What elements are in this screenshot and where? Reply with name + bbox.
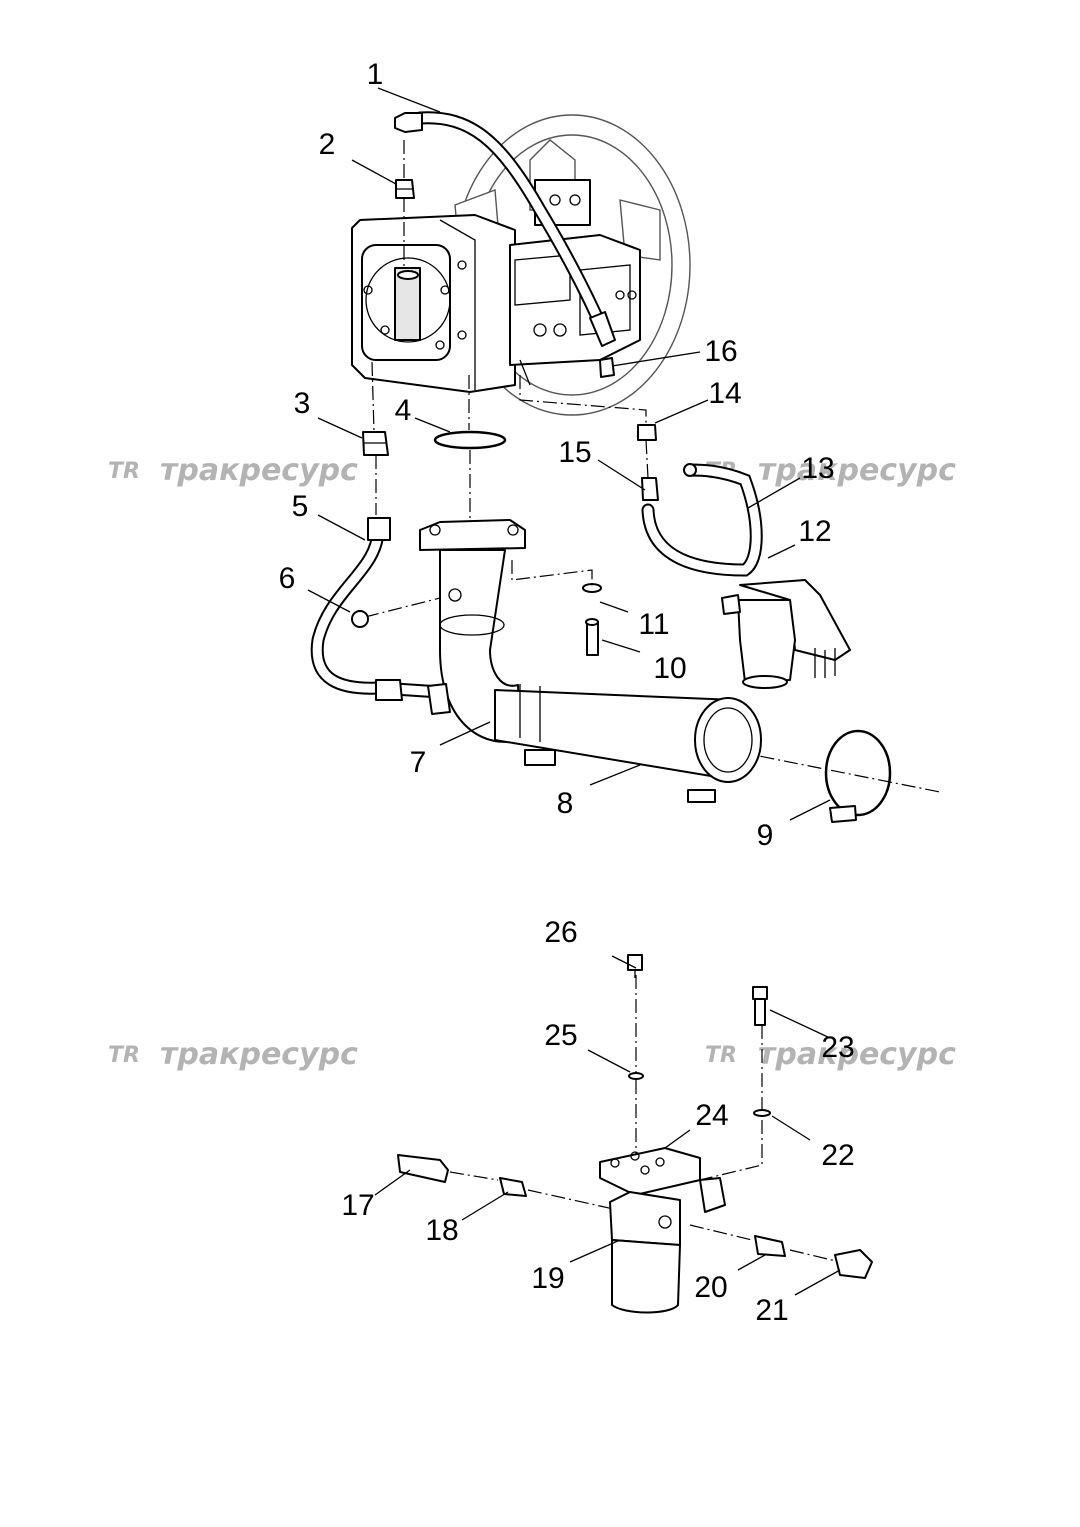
callout-3: 3 [294, 387, 311, 420]
part-8-hose-sleeve [494, 684, 762, 803]
assembly-line [511, 560, 593, 588]
callout-16: 16 [704, 335, 737, 368]
part-18-adapter [499, 1177, 527, 1197]
part-14-fitting [637, 424, 657, 441]
callout-18: 18 [425, 1214, 458, 1247]
callout-17: 17 [341, 1189, 374, 1222]
assembly-line [364, 594, 453, 618]
watermark-bottom-left: TR тракресурс [108, 1037, 358, 1072]
watermark-text: тракресурс [160, 453, 358, 488]
watermark-top-left: TR тракресурс [108, 453, 358, 488]
watermark-logo: TR [108, 459, 140, 484]
assembly-line [468, 375, 471, 520]
part-11-washer [582, 583, 602, 593]
callout-labels: 1 2 3 4 5 6 7 8 9 10 11 12 13 14 15 16 1… [279, 58, 855, 1327]
callout-8: 8 [557, 787, 574, 820]
part-2-adapter [395, 179, 415, 199]
part-16-fitting [599, 357, 615, 378]
callout-21: 21 [755, 1294, 788, 1327]
callout-22: 22 [821, 1139, 854, 1172]
callout-11: 11 [638, 608, 669, 641]
part-17-fitting [397, 1154, 449, 1183]
callout-2: 2 [319, 128, 336, 161]
watermark-logo: TR [705, 1043, 737, 1068]
assembly-line [371, 361, 377, 515]
callout-12: 12 [798, 515, 831, 548]
watermark-text: тракресурс [758, 1037, 956, 1072]
part-3-adapter [362, 431, 389, 456]
part-10-bolt [585, 618, 599, 656]
part-26-bolt [627, 954, 643, 978]
assembly-line [689, 1224, 841, 1263]
assembly-line [519, 375, 649, 479]
part-19-filter [609, 1191, 681, 1314]
part-12-filter-assembly [721, 579, 851, 689]
part-6-plug [351, 610, 369, 628]
part-1-hose [394, 111, 616, 347]
part-4-o-ring [433, 430, 507, 450]
part-24-bracket [599, 1147, 726, 1213]
watermark-top-right: TR тракресурс [705, 453, 956, 488]
watermark-bottom-right: TR тракресурс [705, 1037, 956, 1072]
part-5-hose [310, 517, 447, 701]
callout-20: 20 [694, 1271, 727, 1304]
part-22-washer [753, 1109, 771, 1117]
callout-15: 15 [558, 436, 591, 469]
callout-7: 7 [410, 746, 427, 779]
assembly-line [699, 1025, 763, 1181]
assembly-line [449, 1171, 619, 1211]
callout-14: 14 [708, 377, 741, 410]
watermark-logo: TR [108, 1043, 140, 1068]
callout-13: 13 [801, 452, 834, 485]
callout-10: 10 [653, 652, 686, 685]
part-25-washer [628, 1072, 644, 1080]
callout-5: 5 [292, 490, 309, 523]
callout-24: 24 [695, 1099, 728, 1132]
part-9-clamp [824, 729, 892, 823]
part-21-elbow [834, 1249, 873, 1279]
part-13-hose [641, 463, 763, 577]
part-23-bolt [752, 986, 768, 1026]
callout-26: 26 [544, 916, 577, 949]
callout-1: 1 [367, 58, 384, 91]
callout-9: 9 [757, 819, 774, 852]
part-15-fitting [641, 477, 659, 501]
callout-4: 4 [395, 394, 412, 427]
callout-6: 6 [279, 562, 296, 595]
callout-19: 19 [531, 1262, 564, 1295]
watermark-text: тракресурс [758, 453, 956, 488]
leader-lines [307, 87, 841, 1296]
callout-25: 25 [544, 1019, 577, 1052]
part-20-adapter [754, 1235, 786, 1257]
watermark-text: тракресурс [160, 1037, 358, 1072]
transmission-housing [351, 114, 691, 416]
callout-23: 23 [821, 1031, 854, 1064]
